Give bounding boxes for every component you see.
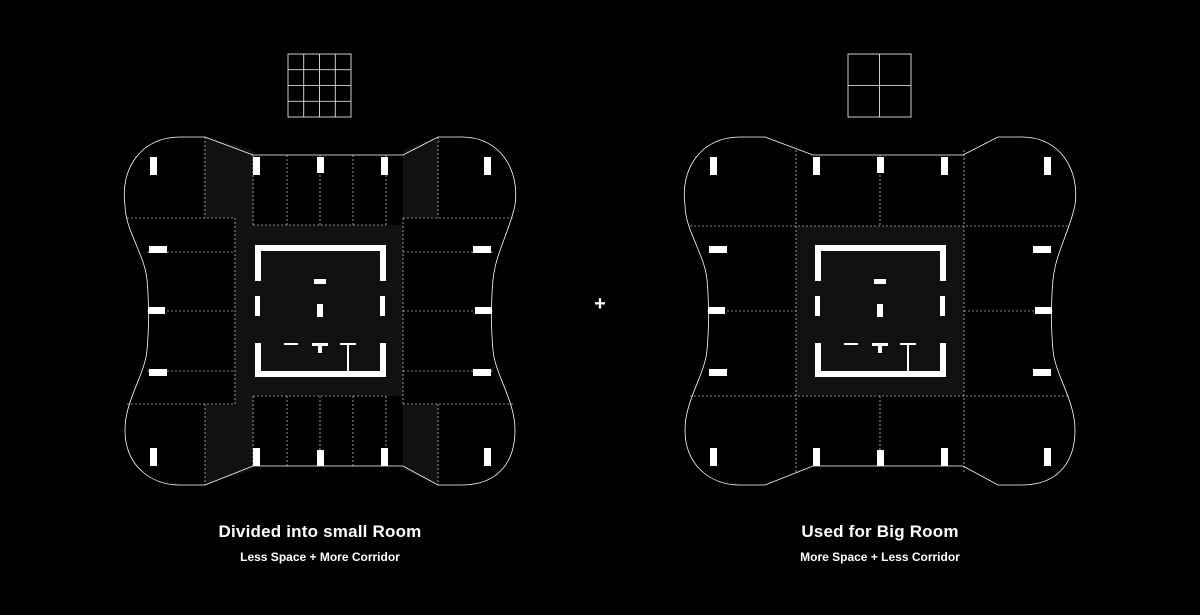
room-partitions xyxy=(690,150,1070,472)
building-outline xyxy=(683,136,1077,486)
floor-plan-small-rooms xyxy=(123,53,517,486)
building-core xyxy=(255,245,386,377)
caption-small-rooms: Divided into small Room Less Space + Mor… xyxy=(110,522,530,564)
structural-columns xyxy=(708,157,1052,466)
caption-title: Used for Big Room xyxy=(801,522,959,541)
building-outline xyxy=(123,136,517,486)
room-partitions xyxy=(127,137,513,485)
grid-legend-4x4 xyxy=(287,53,352,118)
structural-columns xyxy=(148,157,492,466)
floor-plan-big-rooms xyxy=(683,53,1077,486)
caption-subtitle: Less Space + More Corridor xyxy=(240,550,400,564)
caption-big-rooms: Used for Big Room More Space + Less Corr… xyxy=(670,522,1090,564)
caption-subtitle: More Space + Less Corridor xyxy=(800,550,960,564)
plus-symbol: + xyxy=(594,293,606,315)
grid-legend-2x2 xyxy=(847,53,912,118)
caption-title: Divided into small Room xyxy=(218,522,422,541)
building-core xyxy=(815,245,946,377)
